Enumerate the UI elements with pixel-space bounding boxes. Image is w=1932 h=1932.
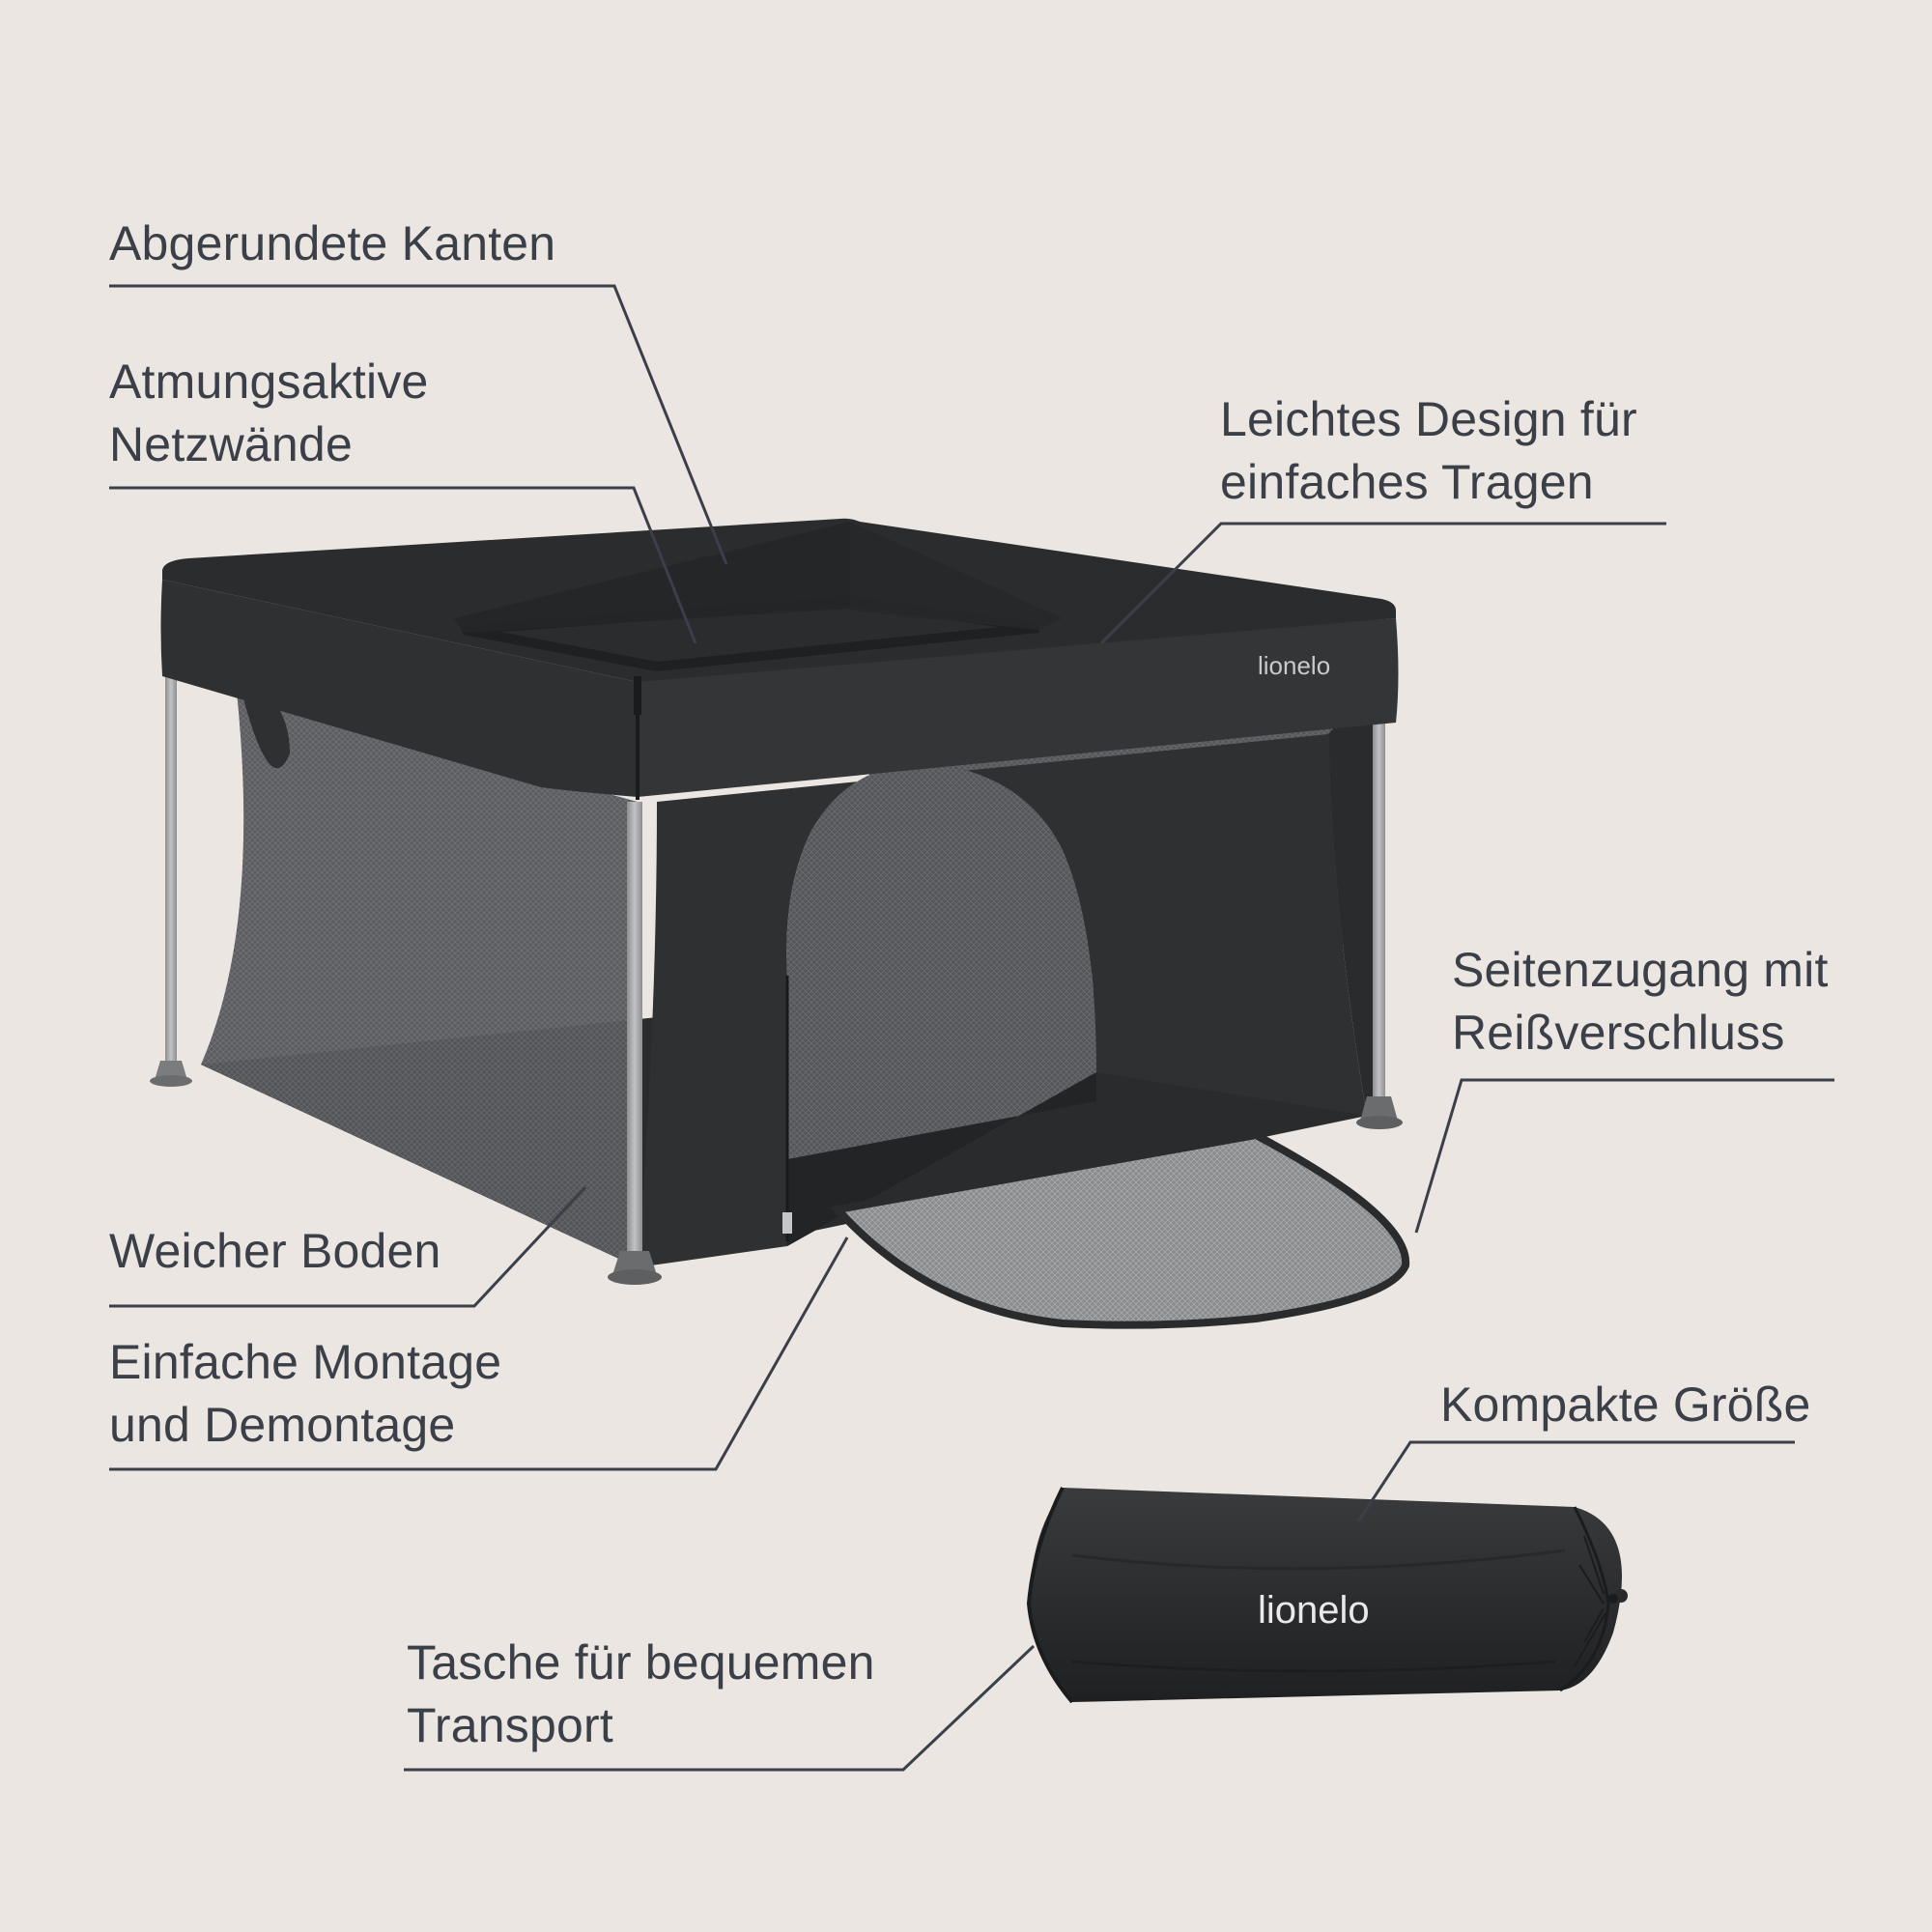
callout-easy-assembly: Einfache Montage und Demontage — [109, 1335, 502, 1452]
callout-mesh-walls: Atmungsaktive Netzwände — [109, 355, 429, 471]
leader-lines — [109, 284, 1834, 1772]
transport-bag: lionelo — [1026, 1487, 1628, 1704]
pole-right — [1373, 696, 1385, 1101]
mesh-wall-right — [1328, 676, 1381, 1116]
leader-mesh-walls — [109, 486, 697, 644]
callout-light-design: Leichtes Design für einfaches Tragen — [1220, 392, 1637, 509]
pole-front — [627, 802, 642, 1256]
rim-right-band — [638, 618, 1399, 797]
playpen: lionelo — [150, 518, 1410, 1329]
callout-side-access: Seitenzugang mit Reißverschluss — [1452, 943, 1829, 1060]
door-flap — [830, 1130, 1410, 1329]
leader-rounded-edges — [109, 284, 728, 565]
mesh-wall-left — [201, 692, 638, 1267]
playpen-logo: lionelo — [1258, 651, 1330, 680]
pole-back-left — [165, 667, 177, 1063]
leader-side-access — [1414, 1078, 1834, 1234]
rim-left-band — [160, 580, 638, 797]
leader-soft-floor — [109, 1185, 587, 1308]
callout-soft-floor: Weicher Boden — [109, 1224, 441, 1278]
leader-easy-assembly — [109, 1236, 849, 1471]
leader-light-design — [1099, 522, 1666, 645]
callout-rounded-edges: Abgerundete Kanten — [109, 216, 556, 270]
callout-transport-bag: Tasche für bequemen Transport — [407, 1635, 875, 1752]
callout-compact-size: Kompakte Größe — [1440, 1378, 1811, 1432]
leader-transport-bag — [404, 1644, 1036, 1772]
front-wall — [638, 734, 1367, 1267]
doorway-opening — [786, 763, 1096, 1246]
leader-compact-size — [1356, 1440, 1795, 1522]
bag-logo: lionelo — [1258, 1589, 1370, 1632]
